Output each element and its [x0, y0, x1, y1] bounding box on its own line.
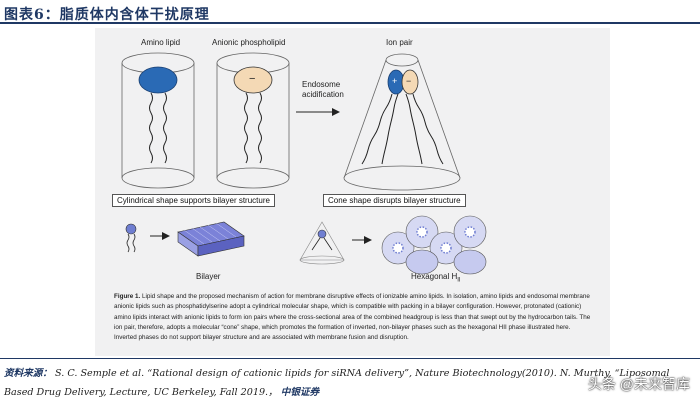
source-note: 资料来源： S. C. Semple et al. “Rational desi…: [4, 368, 670, 398]
amino-lipid-label: Amino lipid: [141, 38, 181, 47]
anionic-lipid-tail: [258, 92, 262, 164]
amino-lipid-cylinder: [121, 52, 195, 189]
anionic-lipid-head: [233, 66, 273, 94]
endosome-label: Endosome: [302, 80, 341, 89]
amino-lipid-tail: [149, 92, 153, 164]
ion-minus-sign: −: [406, 76, 412, 86]
bilayer-sheet: [177, 221, 245, 257]
watermark: 头条 @未来智库: [587, 376, 690, 392]
cone-shape-box: Cone shape disrupts bilayer structure: [323, 194, 466, 207]
minus-sign: −: [249, 73, 256, 85]
ion-pair-label: Ion pair: [386, 38, 413, 47]
page-title: 图表6：脂质体内含体干扰原理: [4, 7, 210, 23]
figure-caption: Figure 1. Lipid shape and the proposed m…: [114, 293, 591, 342]
bilayer-label: Bilayer: [196, 272, 221, 281]
hexagonal-phase: [381, 215, 487, 275]
hexagonal-label: Hexagonal HII: [411, 272, 461, 284]
small-lipid-icon: [125, 223, 137, 253]
source-rule: [0, 358, 700, 359]
ion-pair-anionic-head: [401, 69, 419, 95]
acidification-label: acidification: [302, 90, 344, 99]
anionic-phospholipid-label: Anionic phospholipid: [212, 38, 286, 47]
ion-pair-cone: [343, 53, 461, 191]
amino-lipid-head: [138, 66, 178, 94]
small-cone-icon: [299, 221, 345, 265]
title-rule: [0, 22, 700, 24]
plus-sign: +: [392, 76, 398, 86]
figure-panel: [95, 28, 610, 356]
anionic-lipid-tail: [244, 92, 248, 164]
anionic-lipid-cylinder: [216, 52, 290, 189]
amino-lipid-tail: [163, 92, 167, 164]
cylindrical-shape-box: Cylindrical shape supports bilayer struc…: [112, 194, 275, 207]
